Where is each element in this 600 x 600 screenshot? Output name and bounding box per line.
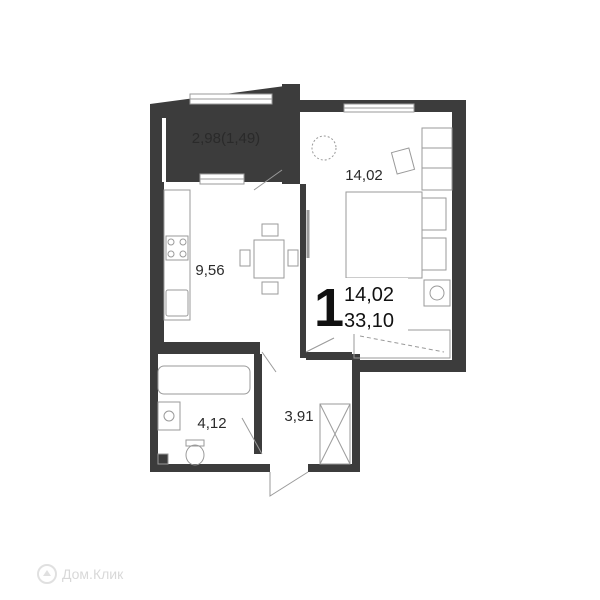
dining-table [253,239,285,279]
center-column [282,84,300,184]
kitchen-bottom-wall [150,342,260,354]
closet-icon [319,403,351,465]
hall-right-wall [352,354,360,472]
bath-bottom-wall [150,464,262,472]
kitchen-left-wall [150,182,164,354]
living-hall-partition [306,352,352,360]
balcony-area-label: 2,98(1,49) [192,130,260,147]
chair-top [261,223,279,237]
kitchen-furniture [163,189,299,321]
kitchen-door [261,351,277,373]
watermark-text: Дом.Клик [62,566,124,582]
hall-bottom-wall-right [308,464,360,472]
logo-icon [37,564,57,584]
living-door [305,337,335,353]
shelf-unit [421,127,453,191]
bathroom-area-label: 4,12 [197,415,226,432]
bed-icon [345,191,423,279]
chair-bottom [261,281,279,295]
hallway-area-label: 3,91 [284,408,313,425]
kitchen-counter [163,189,191,321]
bath-fixtures [157,365,251,466]
doors [241,169,335,497]
balcony-door [253,169,283,191]
plant-icon [311,135,337,161]
bath-partition-right [254,354,262,454]
kitchen-living-partition [300,184,306,358]
kitchen-area-label: 9,56 [195,262,224,279]
entry-door [269,471,309,497]
total-area: 33,10 [344,310,394,332]
stove-icon [165,235,189,261]
living-area-total: 14,02 [344,284,394,306]
shaft-icon [157,453,169,465]
partitions [254,184,352,454]
balcony-wall [150,84,300,192]
armchair-icon [390,147,416,175]
hall-bottom-wall-left [262,464,270,472]
bath-left-wall [150,354,158,472]
living-right-wall [452,100,466,372]
bath-door [241,417,263,455]
washbasin-icon [157,401,181,431]
washing-machine-icon [423,279,451,307]
chair-right [287,249,299,267]
living-bottom-wall [352,360,466,372]
chair-left [239,249,251,267]
watermark: Дом.Клик [36,563,123,585]
windows [189,93,415,185]
living-area-label: 14,02 [345,167,383,184]
toilet-tank-icon [185,439,205,447]
hall-fixtures [319,403,351,465]
sink-icon [165,289,189,317]
bathtub-icon [157,365,251,395]
toilet-icon [185,444,205,466]
rooms-count: 1 [314,278,344,338]
